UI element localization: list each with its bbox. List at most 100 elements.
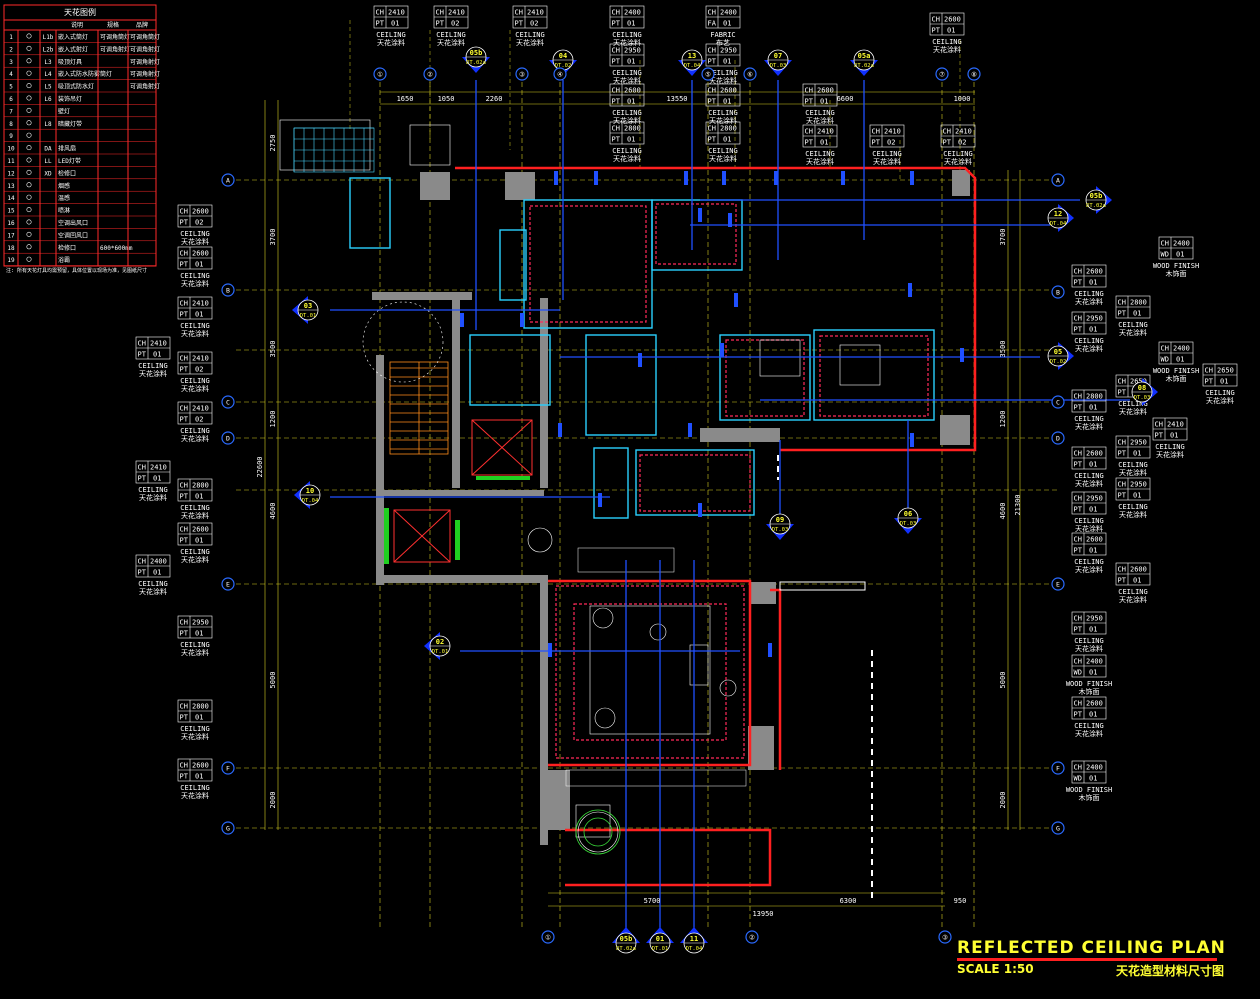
svg-text:③: ③ <box>519 71 525 79</box>
svg-text:CH: CH <box>1074 450 1082 458</box>
building-plan <box>279 80 1130 940</box>
svg-text:①: ① <box>377 71 383 79</box>
legend-desc: 检修口 <box>58 244 76 252</box>
svg-text:②: ② <box>427 71 433 79</box>
svg-text:FA: FA <box>708 20 717 28</box>
svg-text:02: 02 <box>958 139 966 147</box>
legend-no: 13 <box>7 183 15 190</box>
svg-text:PT: PT <box>805 139 814 147</box>
svg-text:01: 01 <box>153 475 161 483</box>
legend-symbol-icon <box>26 95 32 101</box>
svg-text:DT.04: DT.04 <box>1050 221 1067 227</box>
svg-text:2950: 2950 <box>1086 495 1103 503</box>
svg-text:CH: CH <box>612 47 620 55</box>
grid-bubble: ① <box>541 930 555 944</box>
svg-text:CEILING: CEILING <box>138 486 168 494</box>
svg-text:DT.04: DT.04 <box>302 498 319 504</box>
svg-text:天花涂料: 天花涂料 <box>181 237 209 246</box>
svg-text:木饰面: 木饰面 <box>1166 374 1187 383</box>
svg-text:2600: 2600 <box>1130 566 1147 574</box>
svg-text:01: 01 <box>656 935 664 943</box>
svg-text:PT: PT <box>180 493 189 501</box>
svg-text:PT: PT <box>1074 326 1083 334</box>
legend-title: 天花图例 <box>64 7 96 17</box>
svg-text:PT: PT <box>180 219 189 227</box>
svg-text:天花涂料: 天花涂料 <box>1075 479 1103 488</box>
svg-text:2410: 2410 <box>150 340 167 348</box>
svg-text:2400: 2400 <box>1173 240 1190 248</box>
legend-brand: 可调角射灯 <box>130 45 160 53</box>
svg-text:C: C <box>226 399 230 407</box>
svg-text:PT: PT <box>1118 310 1127 318</box>
grid-lines <box>236 20 1060 930</box>
svg-text:01: 01 <box>1089 775 1097 783</box>
svg-text:PT: PT <box>612 58 621 66</box>
svg-text:CH: CH <box>436 9 444 17</box>
svg-text:CH: CH <box>612 9 620 17</box>
dimension-label: 3500 <box>999 341 1007 358</box>
dimension-label: 1050 <box>438 95 455 103</box>
legend-no: 11 <box>7 158 15 165</box>
svg-text:CEILING: CEILING <box>1118 461 1148 469</box>
svg-text:2410: 2410 <box>192 300 209 308</box>
legend-spec: 600*600mm <box>100 245 133 252</box>
svg-text:2600: 2600 <box>192 208 209 216</box>
svg-text:DT.02a: DT.02a <box>1086 203 1106 209</box>
dimension-label: 1650 <box>397 95 414 103</box>
legend-symbol-icon <box>26 231 32 237</box>
legend-code: L1b <box>43 34 54 41</box>
grid-bubble: B <box>1051 285 1065 299</box>
legend-symbol-icon <box>26 194 32 200</box>
svg-text:10: 10 <box>306 487 314 495</box>
svg-text:01: 01 <box>723 136 731 144</box>
svg-text:02: 02 <box>195 416 203 424</box>
svg-text:天花涂料: 天花涂料 <box>437 38 465 47</box>
dimension-label: 2260 <box>486 95 503 103</box>
svg-text:CH: CH <box>1161 240 1169 248</box>
legend-desc: 嵌入式射灯 <box>58 45 88 53</box>
svg-text:天花涂料: 天花涂料 <box>516 38 544 47</box>
grid-bubble: ② <box>423 67 437 81</box>
svg-text:2400: 2400 <box>1086 764 1103 772</box>
legend-desc: 温感 <box>58 194 70 202</box>
svg-text:CEILING: CEILING <box>180 784 210 792</box>
svg-text:02: 02 <box>530 20 538 28</box>
svg-text:D: D <box>226 435 230 443</box>
legend-code: L4 <box>44 71 52 78</box>
svg-text:PT: PT <box>932 27 941 35</box>
svg-text:2600: 2600 <box>192 250 209 258</box>
svg-text:DT.02: DT.02 <box>555 63 572 69</box>
svg-text:CH: CH <box>1074 658 1082 666</box>
svg-text:2600: 2600 <box>624 87 641 95</box>
svg-text:天花涂料: 天花涂料 <box>806 116 834 125</box>
svg-text:PT: PT <box>180 366 189 374</box>
legend-brand: 可调角筒灯 <box>130 33 160 41</box>
svg-text:CH: CH <box>1118 439 1126 447</box>
dimension-label: 13550 <box>666 95 687 103</box>
dimension-label: 1200 <box>269 411 277 428</box>
svg-text:CEILING: CEILING <box>612 109 642 117</box>
svg-text:02: 02 <box>195 366 203 374</box>
dimension-label: 3700 <box>999 229 1007 246</box>
svg-text:DT.02: DT.02 <box>1050 359 1067 365</box>
svg-text:01: 01 <box>1133 577 1141 585</box>
svg-text:D: D <box>1056 435 1060 443</box>
svg-text:CEILING: CEILING <box>1155 443 1185 451</box>
svg-text:2410: 2410 <box>884 128 901 136</box>
svg-text:2400: 2400 <box>720 9 737 17</box>
svg-text:PT: PT <box>180 773 189 781</box>
legend-symbol-icon <box>26 132 32 138</box>
svg-text:PT: PT <box>138 475 147 483</box>
svg-text:01: 01 <box>195 714 203 722</box>
